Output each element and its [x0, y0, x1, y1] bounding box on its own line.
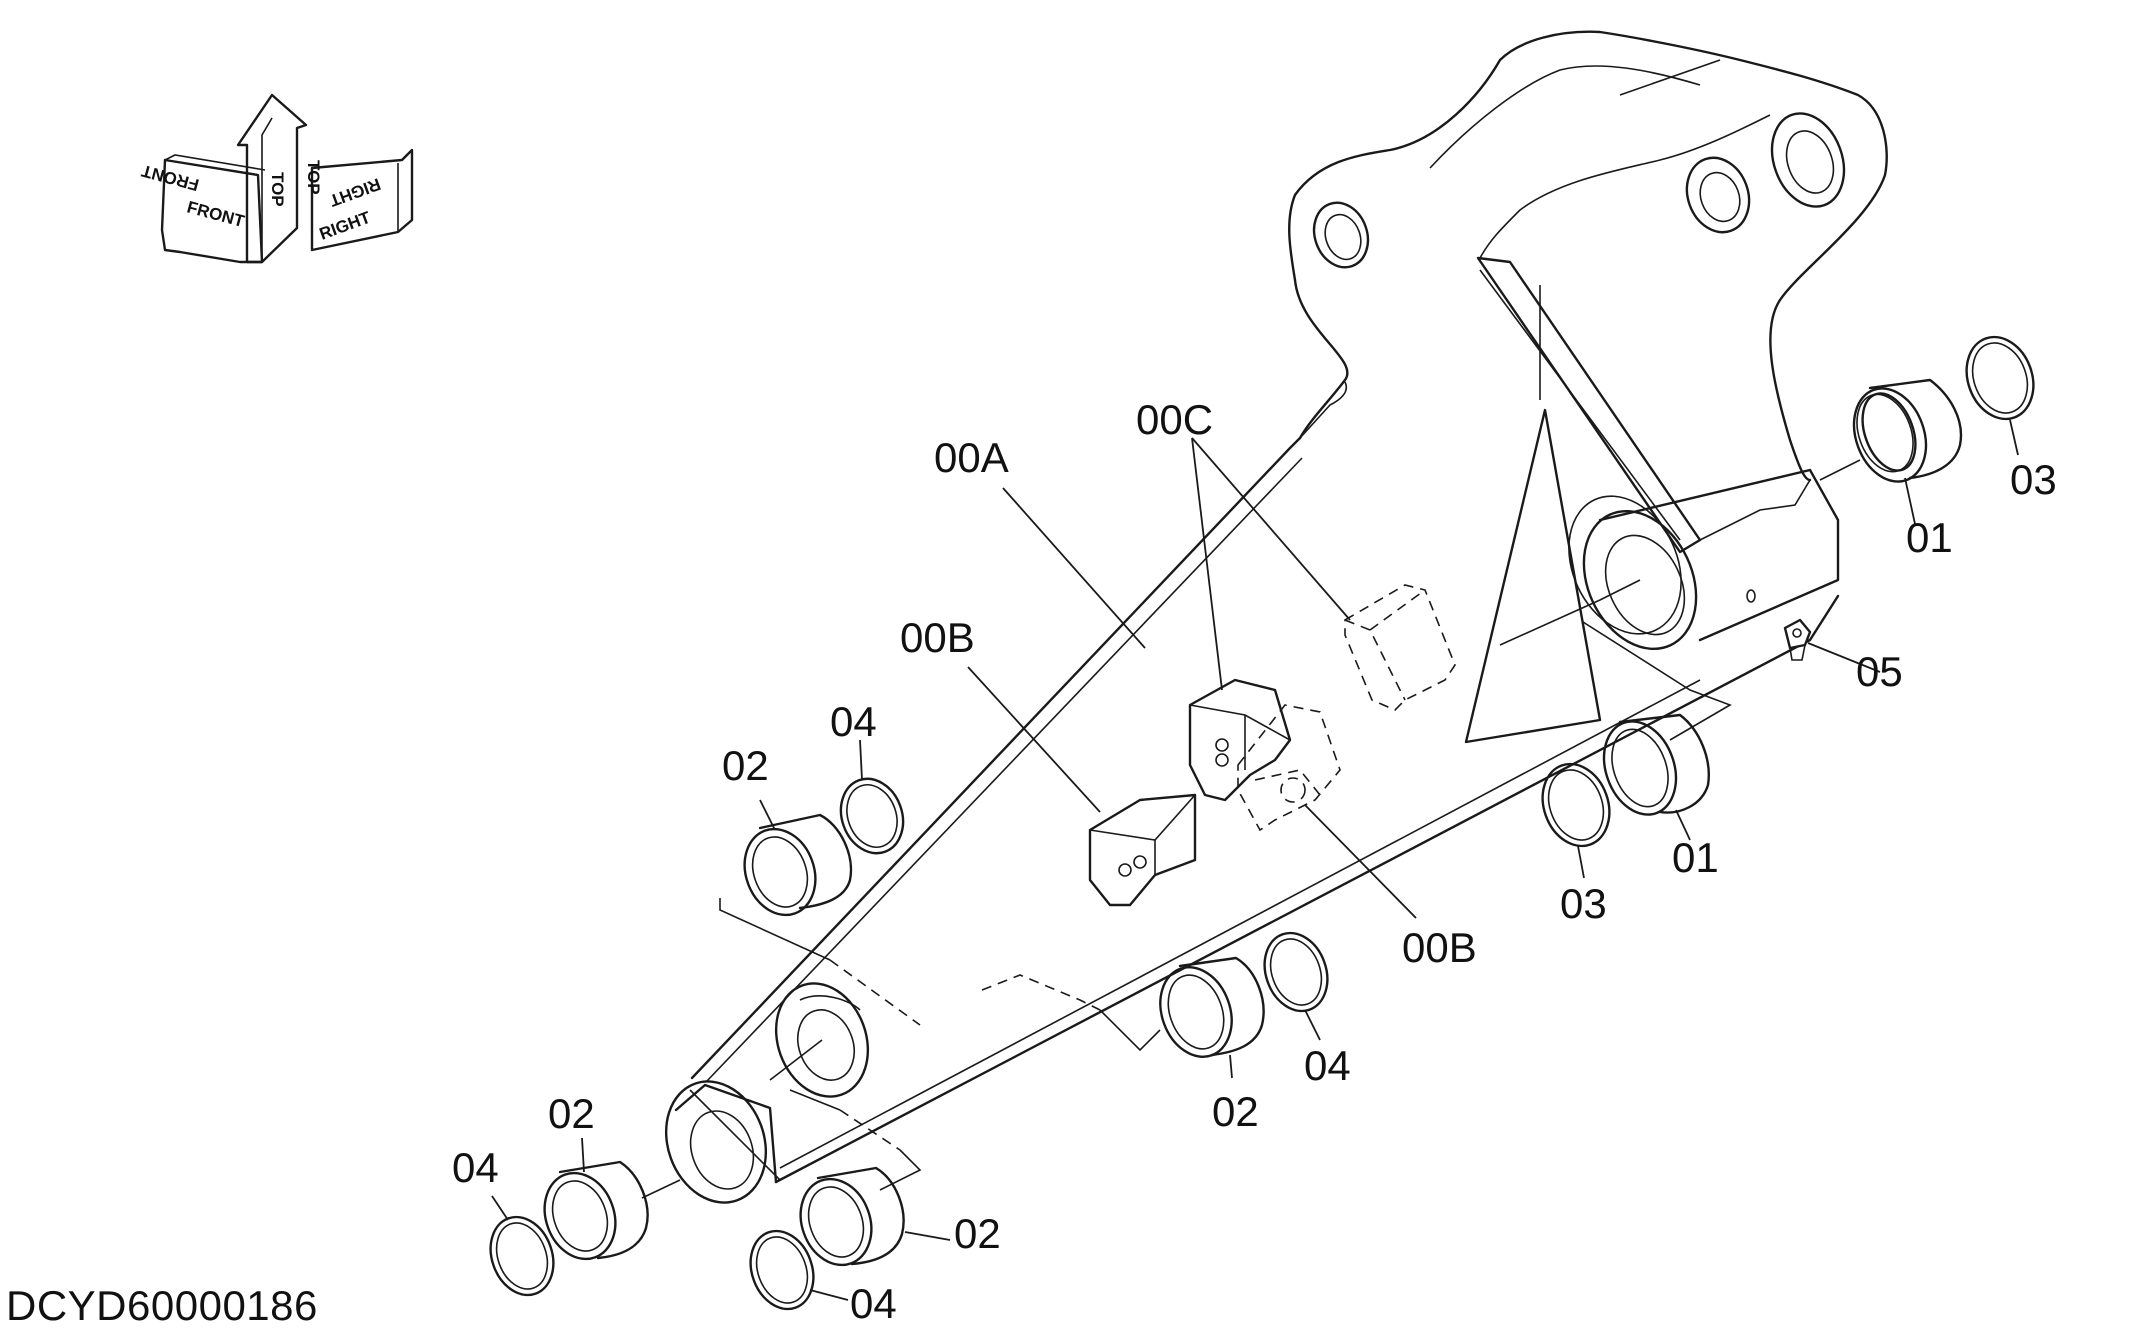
bushing-02-bottom — [799, 1166, 905, 1267]
seal-03-top — [1965, 335, 2035, 421]
callout-00b-lower: 00B — [1402, 924, 1477, 971]
callout-02-tip: 02 — [548, 1090, 595, 1137]
arm-body — [664, 30, 1888, 1204]
callout-04-tip: 04 — [452, 1144, 499, 1191]
callouts: 00A 00C 00B 00B 03 01 05 01 03 02 04 04 … — [452, 396, 2057, 1327]
callout-04-center: 04 — [1304, 1042, 1351, 1089]
ring-04-bottom — [749, 1229, 815, 1311]
callout-03-mid: 03 — [1560, 880, 1607, 927]
block-c-hidden — [1344, 584, 1456, 711]
callout-02-center: 02 — [1212, 1088, 1259, 1135]
callout-01-top: 01 — [1906, 514, 1953, 561]
drawing-id: DCYD60000186 — [6, 1282, 318, 1329]
block-b-lower-hidden — [1237, 704, 1341, 832]
ring-04-center — [1263, 931, 1329, 1013]
bushing-01-mid — [1602, 713, 1710, 816]
callout-03-top: 03 — [2010, 456, 2057, 503]
orient-top-label-b: TOP — [304, 160, 323, 195]
orientation-symbol: FRONT FRONT TOP TOP RIGHT RIGHT — [139, 93, 414, 264]
orient-front-label-b: FRONT — [185, 198, 247, 232]
orient-top-label-a: TOP — [268, 172, 287, 207]
callout-02-bottom: 02 — [954, 1210, 1001, 1257]
seal-03-mid — [1541, 762, 1611, 848]
bushing-01-top — [1852, 378, 1963, 483]
bushing-02-center — [1159, 956, 1265, 1058]
block-c — [1188, 678, 1292, 802]
leader-lines — [491, 419, 2019, 1301]
callout-05: 05 — [1856, 648, 1903, 695]
grease-fitting-05 — [1783, 618, 1812, 661]
callout-04-bottom: 04 — [850, 1280, 897, 1327]
callout-02-left: 02 — [722, 742, 769, 789]
assembly-lines — [641, 459, 1861, 1199]
callout-00a: 00A — [934, 434, 1009, 481]
callout-04-left: 04 — [830, 698, 877, 745]
callout-00c: 00C — [1136, 396, 1213, 443]
orient-front-label-a: FRONT — [139, 161, 201, 195]
callout-01-mid: 01 — [1672, 834, 1719, 881]
bushing-02-tip — [543, 1160, 649, 1261]
block-b-upper — [1088, 793, 1197, 907]
orient-right-label-a: RIGHT — [326, 174, 383, 210]
bushing-02-left — [743, 813, 853, 917]
callout-00b-upper: 00B — [900, 614, 975, 661]
ring-04-left — [839, 777, 905, 855]
ring-04-tip — [489, 1215, 555, 1297]
